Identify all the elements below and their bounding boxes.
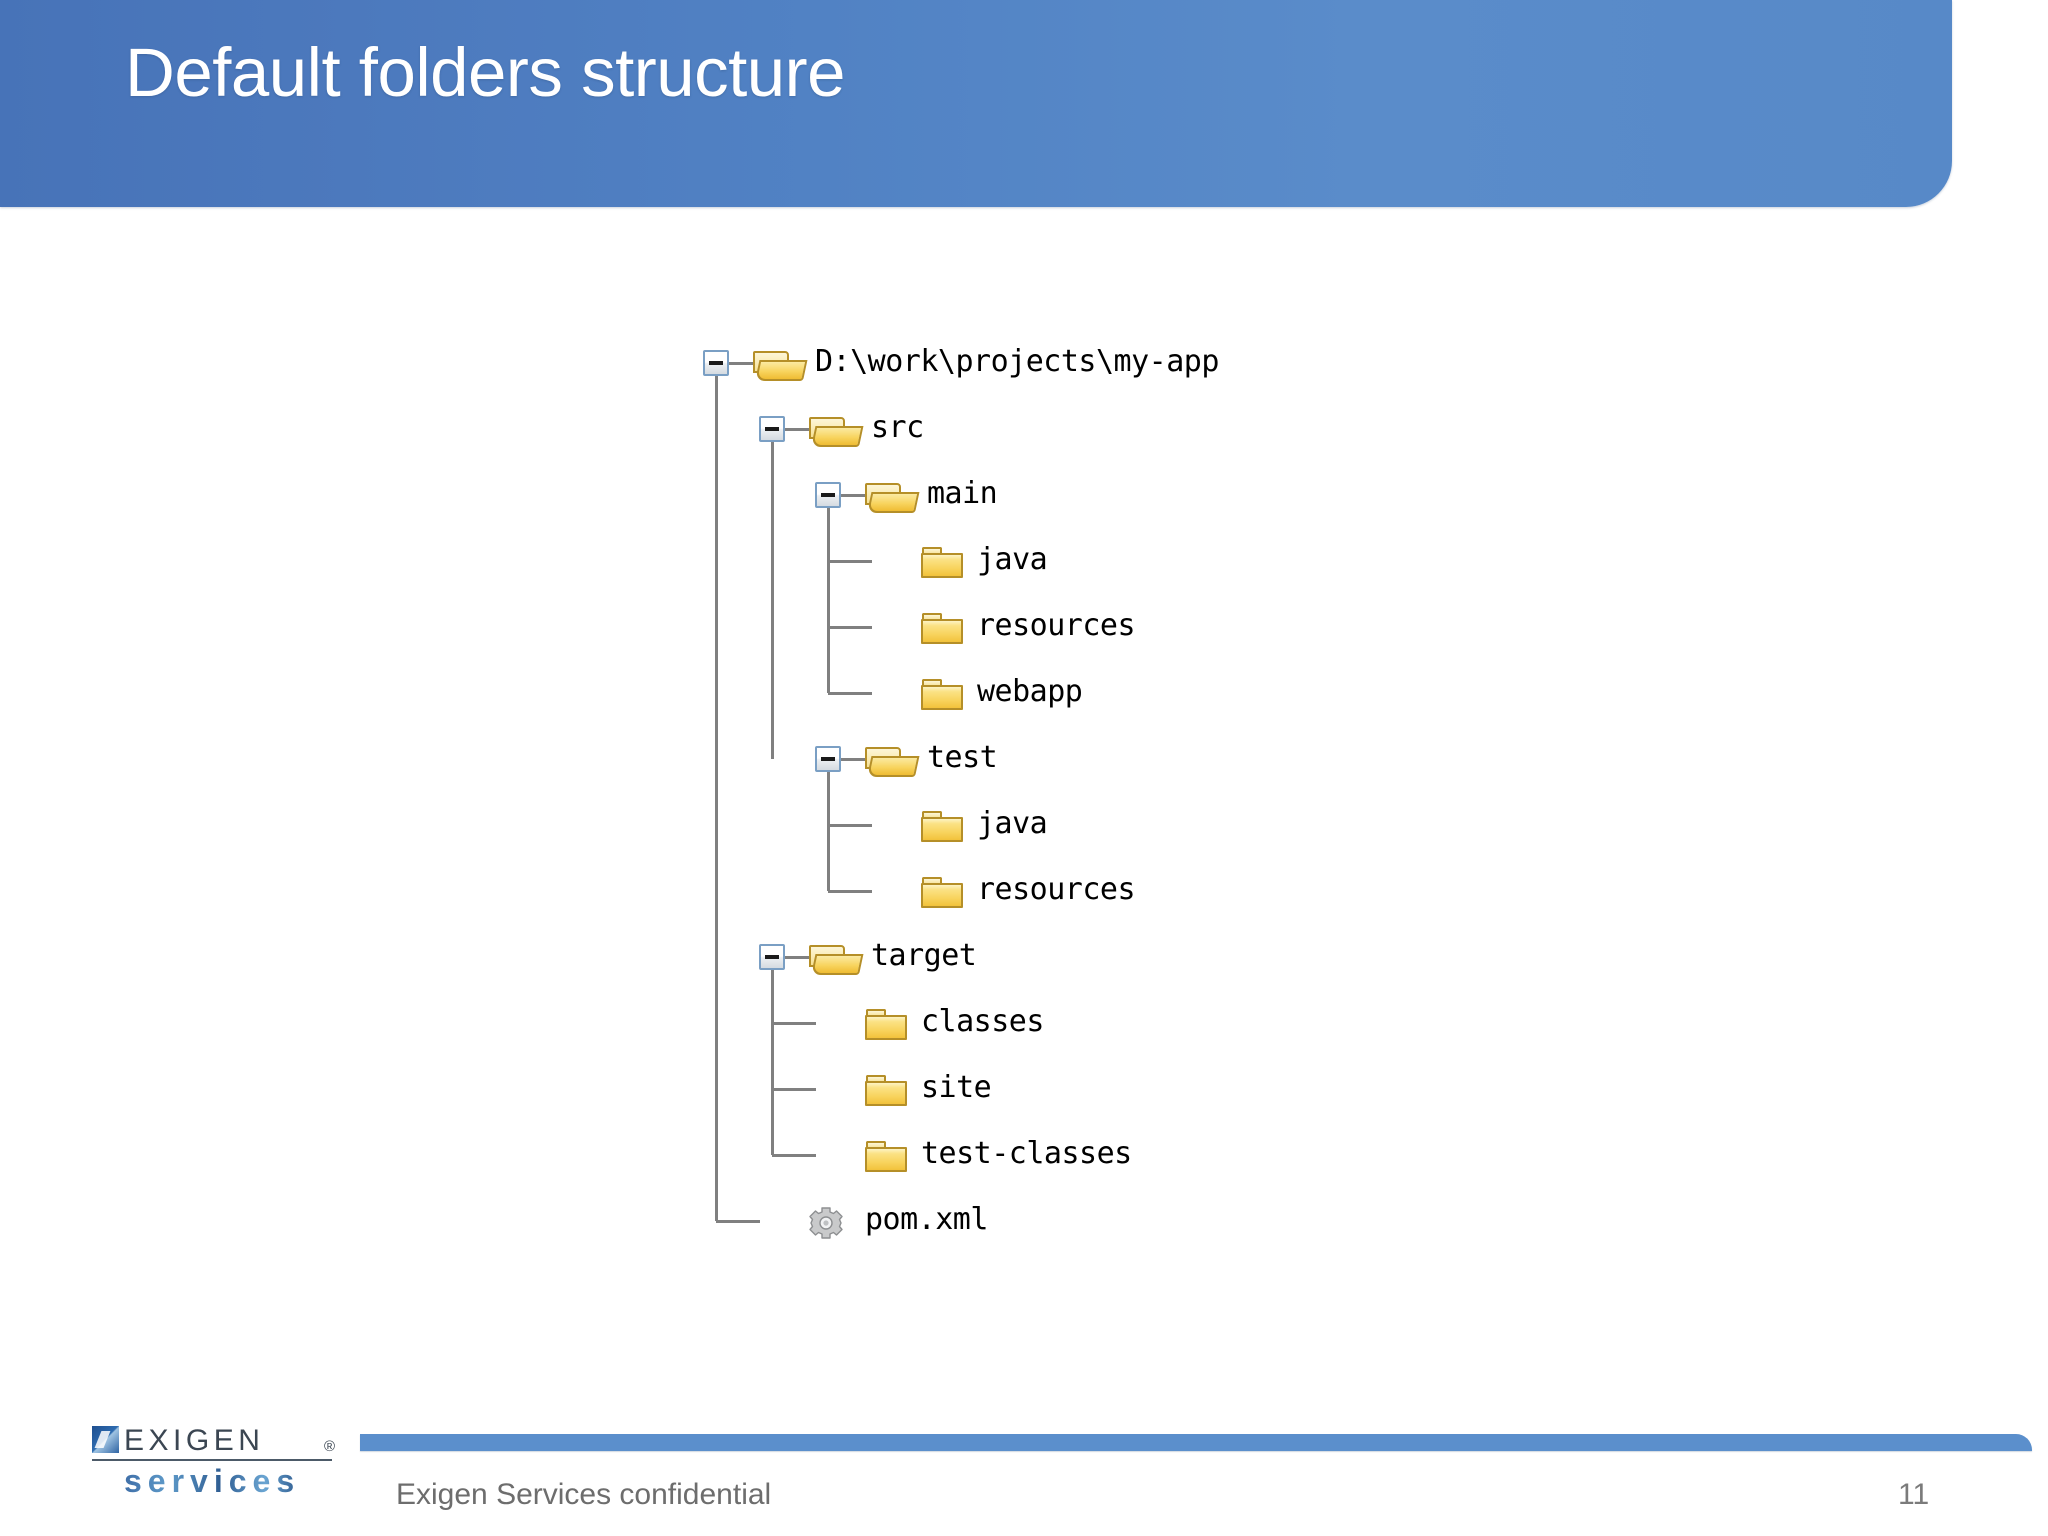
gear-icon	[809, 1206, 843, 1240]
tree-node-resources[interactable]: resources	[700, 858, 1600, 924]
tree-node-main[interactable]: main	[700, 462, 1600, 528]
tree-node-pom.xml[interactable]: pom.xml	[700, 1188, 1600, 1254]
tree-node-webapp[interactable]: webapp	[700, 660, 1600, 726]
closed-folder-icon	[921, 547, 965, 579]
tree-node-label: classes	[921, 1004, 1044, 1039]
open-folder-icon	[865, 481, 920, 513]
footer-accent-bar	[360, 1434, 2032, 1451]
tree-node-label: java	[977, 806, 1048, 841]
tree-connector-line	[785, 956, 809, 959]
tree-node-label: resources	[977, 872, 1136, 907]
tree-connector-line	[729, 362, 753, 365]
tree-node-test[interactable]: test	[700, 726, 1600, 792]
tree-connector-line	[828, 890, 872, 893]
tree-node-java[interactable]: java	[700, 528, 1600, 594]
closed-folder-icon	[865, 1075, 909, 1107]
open-folder-icon	[809, 943, 864, 975]
tree-trunk-line	[715, 376, 718, 1221]
closed-folder-icon	[921, 613, 965, 645]
tree-connector-line	[772, 1088, 816, 1091]
tree-node-label: java	[977, 542, 1048, 577]
tree-node-test-classes[interactable]: test-classes	[700, 1122, 1600, 1188]
tree-node-target[interactable]: target	[700, 924, 1600, 990]
tree-connector-line	[772, 1154, 816, 1157]
logo-divider	[92, 1459, 332, 1461]
tree-node-label: resources	[977, 608, 1136, 643]
footer-confidentiality-text: Exigen Services confidential	[396, 1478, 772, 1511]
tree-connector-line	[828, 626, 872, 629]
open-folder-icon	[865, 745, 920, 777]
tree-node-label: target	[871, 938, 977, 973]
page-title: Default folders structure	[125, 34, 846, 111]
tree-expander-minus-icon[interactable]	[703, 350, 729, 376]
tree-trunk-line	[827, 508, 830, 693]
open-folder-icon	[753, 349, 808, 381]
page-number: 11	[1898, 1478, 1930, 1511]
tree-connector-line	[772, 1022, 816, 1025]
open-folder-icon	[809, 415, 864, 447]
tree-connector-line	[716, 1220, 760, 1223]
exigen-square-icon	[92, 1426, 119, 1453]
closed-folder-icon	[921, 877, 965, 909]
tree-expander-minus-icon[interactable]	[759, 416, 785, 442]
tree-node-label: test-classes	[921, 1136, 1132, 1171]
tree-trunk-line	[771, 442, 774, 759]
tree-connector-line	[785, 428, 809, 431]
tree-node-label: src	[871, 410, 924, 445]
closed-folder-icon	[921, 679, 965, 711]
logo-wordmark: EXIGEN	[124, 1424, 265, 1457]
slide-header-banner: Default folders structure	[0, 0, 1952, 207]
tree-connector-line	[841, 494, 865, 497]
tree-node-label: main	[927, 476, 998, 511]
tree-node-site[interactable]: site	[700, 1056, 1600, 1122]
tree-node-label: D:\work\projects\my-app	[815, 344, 1219, 379]
logo-tagline: services	[124, 1463, 301, 1499]
tree-node-java[interactable]: java	[700, 792, 1600, 858]
tree-node-label: test	[927, 740, 998, 775]
tree-node-label: webapp	[977, 674, 1083, 709]
tree-connector-line	[828, 560, 872, 563]
tree-connector-line	[828, 692, 872, 695]
tree-connector-line	[828, 824, 872, 827]
tree-node-src[interactable]: src	[700, 396, 1600, 462]
tree-node-resources[interactable]: resources	[700, 594, 1600, 660]
closed-folder-icon	[865, 1009, 909, 1041]
tree-expander-minus-icon[interactable]	[815, 746, 841, 772]
tree-connector-line	[841, 758, 865, 761]
exigen-services-logo: EXIGEN ® services	[92, 1424, 336, 1510]
tree-node-d-work-projects-my-app[interactable]: D:\work\projects\my-app	[700, 330, 1600, 396]
tree-expander-minus-icon[interactable]	[815, 482, 841, 508]
closed-folder-icon	[921, 811, 965, 843]
tree-node-label: site	[921, 1070, 992, 1105]
registered-trademark-icon: ®	[324, 1438, 336, 1455]
tree-expander-minus-icon[interactable]	[759, 944, 785, 970]
tree-node-classes[interactable]: classes	[700, 990, 1600, 1056]
tree-node-label: pom.xml	[865, 1202, 988, 1237]
tree-trunk-line	[771, 970, 774, 1155]
tree-trunk-line	[827, 772, 830, 891]
closed-folder-icon	[865, 1141, 909, 1173]
